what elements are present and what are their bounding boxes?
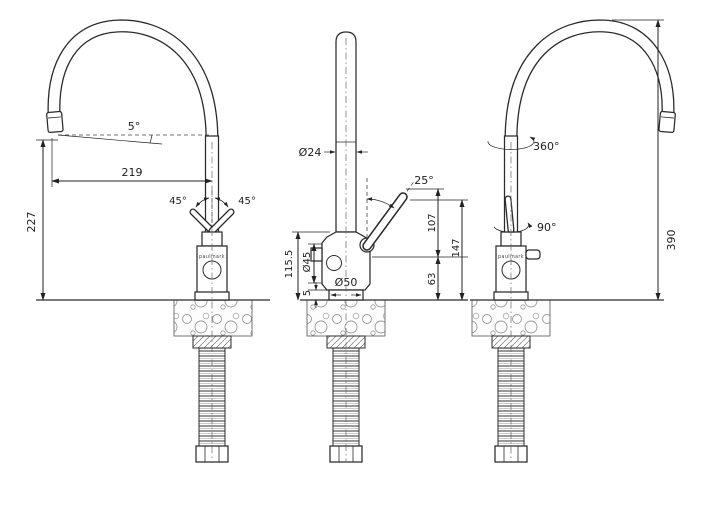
dim-body-diameter: Ø45 [301, 252, 313, 273]
mounting-hardware-left [36, 299, 270, 463]
view-side-left: paulmark 5° 219 227 45° 45° [25, 19, 270, 463]
dim-total-height: 390 [665, 230, 678, 251]
brand-label-right: paulmark [498, 254, 524, 260]
dim-lever-tip-height: 147 [451, 238, 462, 257]
dim-spout-height: 227 [25, 212, 38, 233]
dim-spout-reach: 219 [122, 166, 143, 179]
aerator-right [658, 110, 676, 134]
view-side-right: paulmark 360° 90° 390 [470, 19, 678, 463]
dimensions-right: 360° 90° 390 [487, 19, 678, 301]
faucet-front [310, 31, 416, 301]
view-front: Ø24 25° 115.5 Ø45 5 Ø50 [284, 31, 468, 463]
dim-spout-swivel: 360° [533, 140, 560, 153]
faucet-side-left: paulmark [46, 19, 235, 301]
dim-base-height: 5 [302, 290, 313, 296]
dimensions-center: Ø24 25° 115.5 Ø45 5 Ø50 [284, 146, 468, 308]
dim-lever-span: 107 [427, 213, 438, 232]
dim-lever-tilt: 25° [414, 174, 434, 187]
dimensions-left: 5° 219 227 45° 45° [25, 120, 256, 301]
dim-lever-swing-left: 45° [169, 196, 187, 207]
dim-lever-swivel: 90° [537, 221, 557, 234]
dim-pipe-diameter: Ø24 [299, 146, 322, 159]
dim-lever-swing-right: 45° [238, 196, 256, 207]
side-knob [525, 249, 541, 260]
dim-pivot-height: 63 [427, 273, 438, 286]
mounting-hardware-right [470, 299, 664, 463]
mounting-hardware-center [300, 299, 468, 463]
aerator [46, 110, 64, 134]
dim-body-height: 115.5 [284, 250, 295, 279]
brand-label-left: paulmark [199, 254, 225, 260]
faucet-side-right: paulmark [493, 19, 676, 301]
dim-spout-angle: 5° [128, 120, 141, 133]
brand-badge-front [326, 255, 342, 271]
dim-base-diameter: Ø50 [335, 276, 358, 289]
